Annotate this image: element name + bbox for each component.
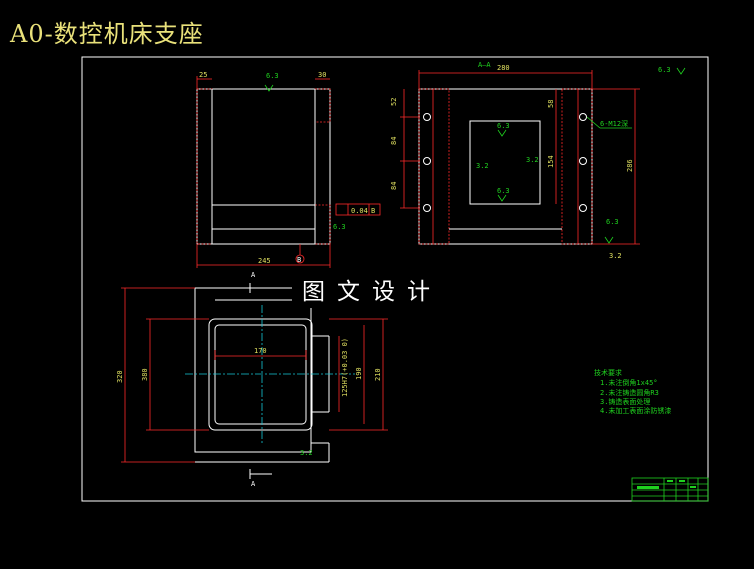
tech-note-2: 2.未注铸造圆角R3 [600, 388, 659, 397]
section-dim-top: 280 [497, 64, 510, 72]
section-corner-rough: 6.3 [658, 66, 671, 74]
section-dim-84b: 84 [390, 182, 398, 190]
front-tolerance: 0.04 [351, 207, 368, 215]
front-view [196, 76, 381, 268]
section-dim-bottom: 3.2 [609, 252, 622, 260]
section-rough-5: 6.3 [606, 218, 619, 226]
front-roughness-side: 6.3 [333, 223, 346, 231]
plan-dim-210: 210 [374, 368, 382, 381]
section-rough-2: 3.2 [476, 162, 489, 170]
front-datum: B [371, 207, 375, 215]
title-block [631, 477, 709, 502]
watermark: 图文设计 [292, 270, 452, 308]
tech-notes-heading: 技术要求 [594, 368, 622, 377]
section-dim-52: 52 [390, 98, 398, 106]
plan-dim-170: 170 [254, 347, 267, 355]
section-dim-286: 286 [626, 159, 634, 172]
section-rough-4: 6.3 [497, 187, 510, 195]
plan-dim-small: 3.2 [300, 449, 313, 457]
plan-section-mark-bottom: A [251, 480, 256, 488]
plan-dim-190: 190 [355, 367, 363, 380]
plan-section-mark-top: A [251, 271, 256, 279]
plan-view [121, 283, 388, 479]
section-dim-84a: 84 [390, 137, 398, 145]
front-dim-top-left: 25 [199, 71, 207, 79]
plan-dim-fit: 125H7(+0.03 0) [341, 338, 349, 397]
page-title: A0-数控机床支座 [10, 20, 204, 48]
front-dim-bottom: 245 [258, 257, 271, 265]
section-dim-154: 154 [547, 155, 555, 168]
section-label: A—A [478, 61, 491, 69]
front-dim-top-right: 30 [318, 71, 326, 79]
section-rough-1: 6.3 [497, 122, 510, 130]
tech-note-3: 3.铸造表面处理 [600, 397, 650, 406]
section-rough-3: 3.2 [526, 156, 539, 164]
section-thread: 6-M12深 [600, 119, 628, 128]
drawing-border [81, 56, 709, 502]
section-view [400, 67, 686, 245]
tech-note-4: 4.未加工表面涂防锈漆 [600, 406, 671, 415]
plan-dim-320: 320 [116, 370, 124, 383]
tech-note-1: 1.未注倒角1x45° [600, 378, 658, 387]
plan-dim-inner: 380 [141, 368, 149, 381]
front-roughness-top: 6.3 [266, 72, 279, 80]
section-dim-58: 58 [547, 100, 555, 108]
front-datum-label: B [297, 256, 301, 264]
